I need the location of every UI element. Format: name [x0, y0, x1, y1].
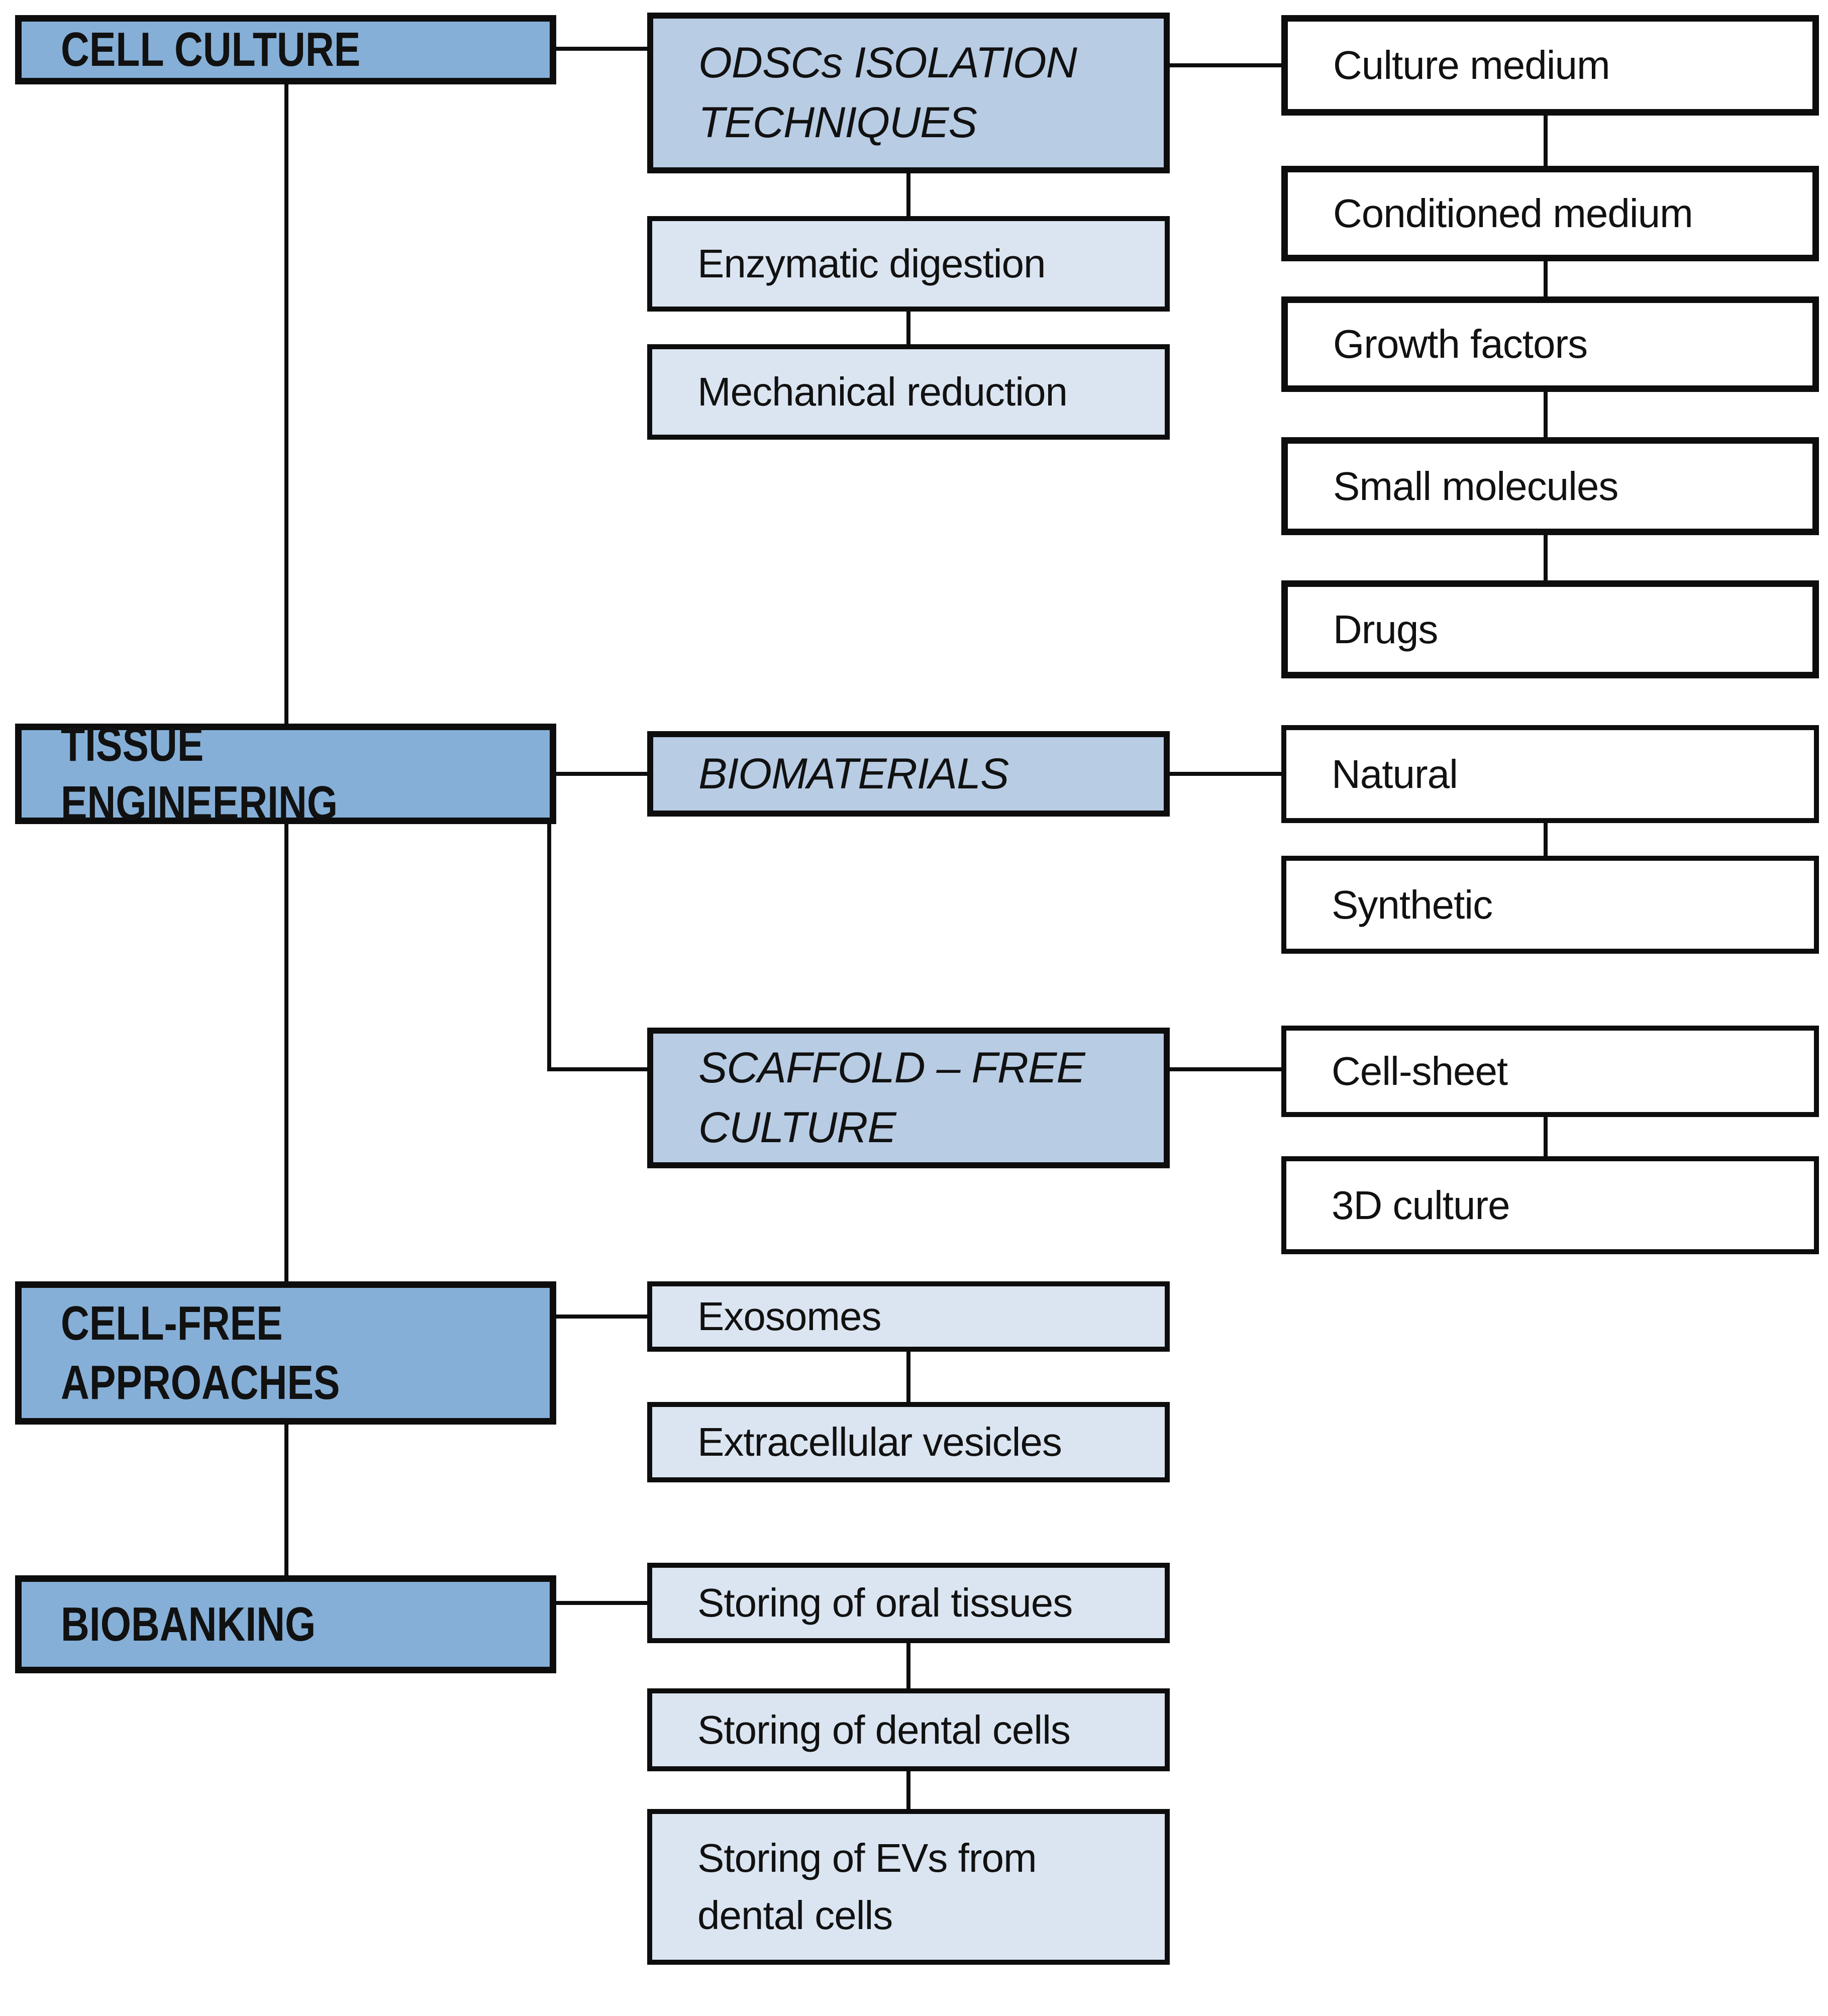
- node-growth-factors: Growth factors: [1281, 296, 1819, 392]
- node-drugs-label: Drugs: [1333, 607, 1438, 652]
- node-cell-culture: CELL CULTURE: [15, 15, 556, 84]
- connector-small-molecules-drugs: [1544, 535, 1548, 580]
- connector-scaffold-cell-sheet: [1170, 1067, 1281, 1071]
- connector-cell-free-exosomes: [556, 1315, 647, 1319]
- connector-enzymatic-mechanical: [906, 312, 910, 344]
- connector-cell-sheet-3d-culture: [1544, 1117, 1548, 1156]
- connector-cell-free-biobanking: [284, 1425, 288, 1575]
- node-synthetic-label: Synthetic: [1332, 882, 1493, 927]
- node-scaffold-free-culture: SCAFFOLD – FREE CULTURE: [647, 1028, 1170, 1168]
- node-cell-sheet-label: Cell-sheet: [1332, 1049, 1508, 1094]
- node-biobanking-label: BIOBANKING: [61, 1597, 316, 1651]
- node-enzymatic-digestion-label: Enzymatic digestion: [697, 241, 1046, 286]
- connector-tissue-engineering-cell-free: [284, 824, 288, 1281]
- connector-odscs-enzymatic: [906, 173, 910, 216]
- connector-biobanking-storing-oral: [556, 1601, 647, 1605]
- connector-tissue-engineering-scaffold-vertical: [547, 824, 551, 1071]
- node-biomaterials-label: BIOMATERIALS: [698, 749, 1009, 798]
- node-exosomes-label: Exosomes: [697, 1294, 881, 1339]
- node-culture-medium-label: Culture medium: [1333, 43, 1610, 88]
- node-3d-culture-label: 3D culture: [1332, 1182, 1510, 1228]
- node-cell-free-approaches: CELL-FREE APPROACHES: [15, 1281, 556, 1425]
- node-biobanking: BIOBANKING: [15, 1575, 556, 1673]
- connector-tissue-engineering-scaffold-horizontal: [547, 1067, 647, 1071]
- node-natural: Natural: [1281, 725, 1819, 823]
- node-extracellular-vesicles-label: Extracellular vesicles: [697, 1420, 1062, 1465]
- node-storing-evs-dental-cells: Storing of EVs from dental cells: [647, 1809, 1170, 1965]
- node-conditioned-medium: Conditioned medium: [1281, 166, 1819, 261]
- node-biomaterials: BIOMATERIALS: [647, 731, 1170, 817]
- node-mechanical-reduction: Mechanical reduction: [647, 344, 1170, 440]
- connector-exosomes-extracellular: [906, 1352, 910, 1402]
- node-growth-factors-label: Growth factors: [1333, 322, 1588, 367]
- node-storing-dental-cells: Storing of dental cells: [647, 1688, 1170, 1771]
- node-storing-dental-cells-label: Storing of dental cells: [697, 1707, 1071, 1752]
- node-tissue-engineering-label: TISSUE ENGINEERING: [61, 717, 338, 830]
- node-small-molecules: Small molecules: [1281, 437, 1819, 535]
- node-storing-oral-tissues: Storing of oral tissues: [647, 1563, 1170, 1643]
- node-cell-culture-label: CELL CULTURE: [61, 23, 361, 77]
- node-natural-label: Natural: [1332, 751, 1458, 796]
- connector-tissue-engineering-biomaterials: [556, 772, 647, 776]
- node-storing-evs-dental-cells-label: Storing of EVs from dental cells: [697, 1836, 1037, 1938]
- node-storing-oral-tissues-label: Storing of oral tissues: [697, 1580, 1073, 1626]
- node-scaffold-free-culture-label: SCAFFOLD – FREE CULTURE: [698, 1044, 1085, 1152]
- node-odscs-isolation-label: ODSCs ISOLATION TECHNIQUES: [698, 39, 1077, 147]
- connector-cell-culture-tissue-engineering: [284, 84, 288, 724]
- node-conditioned-medium-label: Conditioned medium: [1333, 191, 1693, 236]
- node-synthetic: Synthetic: [1281, 856, 1819, 954]
- connector-culture-medium-conditioned-medium: [1544, 116, 1548, 166]
- node-small-molecules-label: Small molecules: [1333, 463, 1618, 509]
- node-extracellular-vesicles: Extracellular vesicles: [647, 1402, 1170, 1482]
- node-odscs-isolation-techniques: ODSCs ISOLATION TECHNIQUES: [647, 13, 1170, 173]
- node-drugs: Drugs: [1281, 580, 1819, 678]
- connector-storing-oral-storing-dental: [906, 1643, 910, 1688]
- node-exosomes: Exosomes: [647, 1281, 1170, 1352]
- connector-conditioned-medium-growth-factors: [1544, 261, 1548, 296]
- connector-natural-synthetic: [1544, 823, 1548, 856]
- node-cell-free-approaches-label: CELL-FREE APPROACHES: [61, 1296, 340, 1409]
- node-culture-medium: Culture medium: [1281, 15, 1819, 116]
- connector-odscs-culture-medium: [1170, 63, 1281, 67]
- node-3d-culture: 3D culture: [1281, 1156, 1819, 1254]
- connector-growth-factors-small-molecules: [1544, 392, 1548, 437]
- node-cell-sheet: Cell-sheet: [1281, 1026, 1819, 1117]
- node-tissue-engineering: TISSUE ENGINEERING: [15, 718, 556, 830]
- connector-storing-dental-storing-evs: [906, 1771, 910, 1809]
- connector-cell-culture-odscs: [556, 47, 647, 51]
- connector-biomaterials-natural: [1170, 772, 1281, 776]
- node-mechanical-reduction-label: Mechanical reduction: [697, 369, 1068, 415]
- node-enzymatic-digestion: Enzymatic digestion: [647, 216, 1170, 312]
